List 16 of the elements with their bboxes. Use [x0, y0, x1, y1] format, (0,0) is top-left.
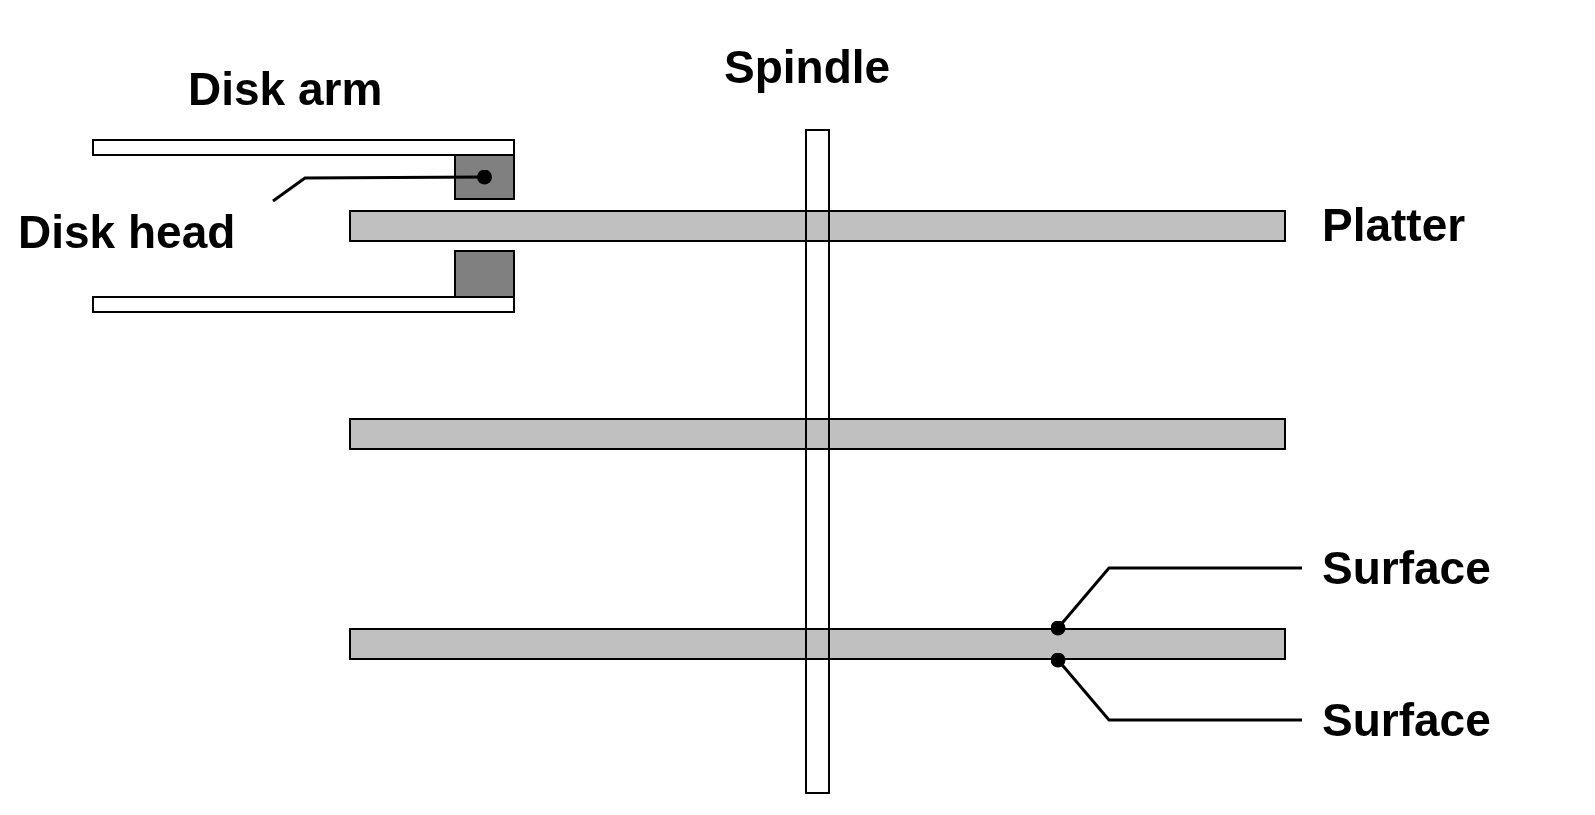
callout-label: Surface — [1322, 545, 1491, 591]
disk-arm — [92, 139, 515, 156]
callout-label: Surface — [1322, 697, 1491, 743]
disk-head — [454, 250, 515, 298]
leader-line — [1050, 566, 1302, 636]
disk-head — [454, 154, 515, 200]
part-label: Disk arm — [188, 66, 383, 112]
disk-arm — [92, 296, 515, 313]
part-label: Platter — [1322, 202, 1466, 248]
callout-label: Disk head — [18, 209, 236, 255]
platter — [349, 628, 1286, 660]
platter — [349, 418, 1286, 450]
leader-line — [272, 169, 492, 203]
leader-line — [1050, 652, 1302, 722]
spindle — [805, 129, 830, 794]
platter — [349, 210, 1286, 242]
